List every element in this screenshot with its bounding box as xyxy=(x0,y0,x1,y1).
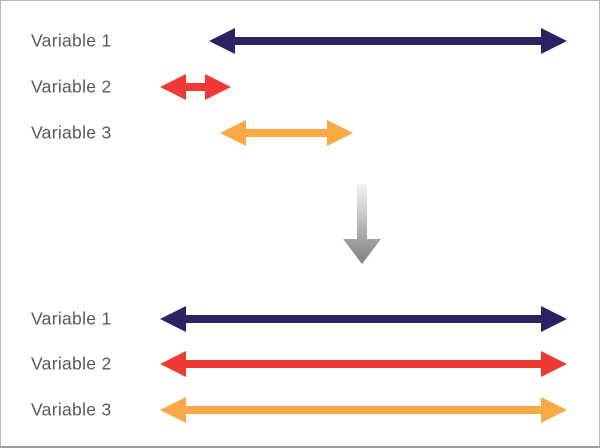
variable-label: Variable 3 xyxy=(31,399,112,420)
range-arrow xyxy=(185,360,542,368)
range-arrow xyxy=(245,129,328,137)
down-arrow-icon xyxy=(343,184,381,264)
range-arrow xyxy=(234,37,542,45)
range-arrow xyxy=(185,406,542,414)
variable-label: Variable 2 xyxy=(31,353,112,374)
range-arrow xyxy=(185,315,542,323)
variable-label: Variable 2 xyxy=(31,76,112,97)
variable-label: Variable 1 xyxy=(31,308,112,329)
variable-label: Variable 1 xyxy=(31,30,112,51)
range-arrow xyxy=(185,83,206,91)
variable-label: Variable 3 xyxy=(31,122,112,143)
